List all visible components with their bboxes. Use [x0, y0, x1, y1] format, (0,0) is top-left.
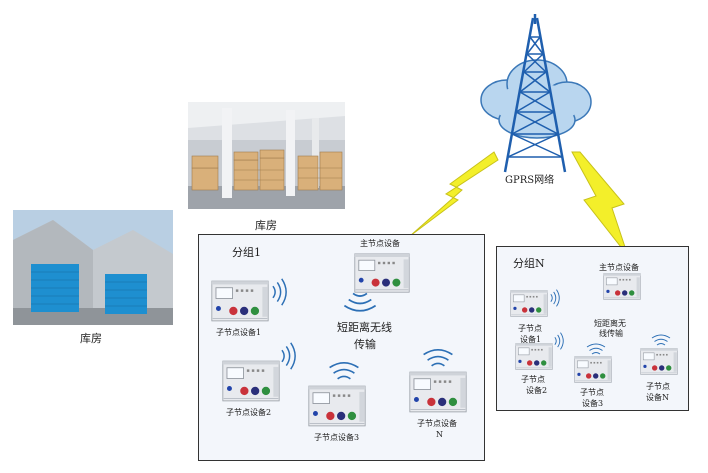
gprs-network-label: GPRS网络 — [505, 175, 555, 186]
groupN-child2-label-line2: 设备2 — [526, 386, 548, 395]
warehouse-exterior-photo — [13, 210, 173, 325]
groupN-childN-device — [640, 348, 678, 375]
group1-master-label: 主节点设备 — [360, 239, 400, 248]
lightning-right-icon — [568, 150, 638, 260]
groupN-child1-waves-icon — [549, 287, 563, 309]
groupN-wireless-label-line2: 线传输 — [599, 329, 623, 338]
groupN-master-device — [603, 273, 641, 300]
groupN-box — [496, 246, 689, 411]
group1-child2-label: 子节点设备2 — [226, 408, 272, 417]
groupN-wireless-label-line1: 短距离无 — [594, 319, 626, 328]
group1-child1-waves-icon — [270, 276, 292, 308]
groupN-childN-waves-icon — [650, 332, 672, 347]
group1-childN-label-line2: N — [436, 430, 443, 439]
group1-master-waves-icon — [342, 290, 378, 316]
group1-child3-waves-icon — [328, 358, 360, 382]
group1-childN-label-line1: 子节点设备 — [417, 419, 457, 428]
groupN-child2-waves-icon — [553, 330, 567, 352]
groupN-childN-label-line2: 设备N — [646, 393, 669, 402]
group1-child3-device — [308, 385, 366, 427]
group1-wireless-label-line1: 短距离无线 — [337, 321, 392, 334]
group1-child3-label: 子节点设备3 — [314, 433, 360, 442]
group1-child1-device — [211, 280, 269, 322]
warehouse-label-1: 库房 — [255, 219, 277, 232]
groupN-child3-label-line1: 子节点 — [580, 388, 604, 397]
group1-child2-waves-icon — [279, 340, 301, 372]
groupN-child1-device — [510, 290, 548, 317]
groupN-master-label: 主节点设备 — [599, 263, 639, 272]
groupN-child3-device — [574, 356, 612, 383]
warehouse-interior-photo — [188, 102, 345, 209]
groupN-child3-waves-icon — [585, 341, 607, 356]
groupN-child1-label-line2: 设备1 — [520, 335, 542, 344]
group1-child2-device — [222, 360, 280, 402]
groupN-child1-label-line1: 子节点 — [518, 324, 542, 333]
groupN-child2-device — [515, 343, 553, 370]
groupN-child3-label-line2: 设备3 — [582, 399, 604, 408]
group1-childN-waves-icon — [422, 345, 454, 369]
group1-child1-label: 子节点设备1 — [216, 328, 262, 337]
group1-childN-device — [409, 371, 467, 413]
groupN-title: 分组N — [513, 257, 545, 270]
group1-master-device — [354, 253, 410, 293]
groupN-child2-label-line1: 子节点 — [521, 375, 545, 384]
group1-wireless-label-line2: 传输 — [354, 338, 376, 351]
group1-title: 分组1 — [232, 246, 261, 259]
lightning-left-icon — [400, 150, 500, 240]
gprs-tower-icon — [475, 12, 595, 177]
warehouse-label-2: 库房 — [80, 332, 102, 345]
groupN-childN-label-line1: 子节点 — [646, 382, 670, 391]
